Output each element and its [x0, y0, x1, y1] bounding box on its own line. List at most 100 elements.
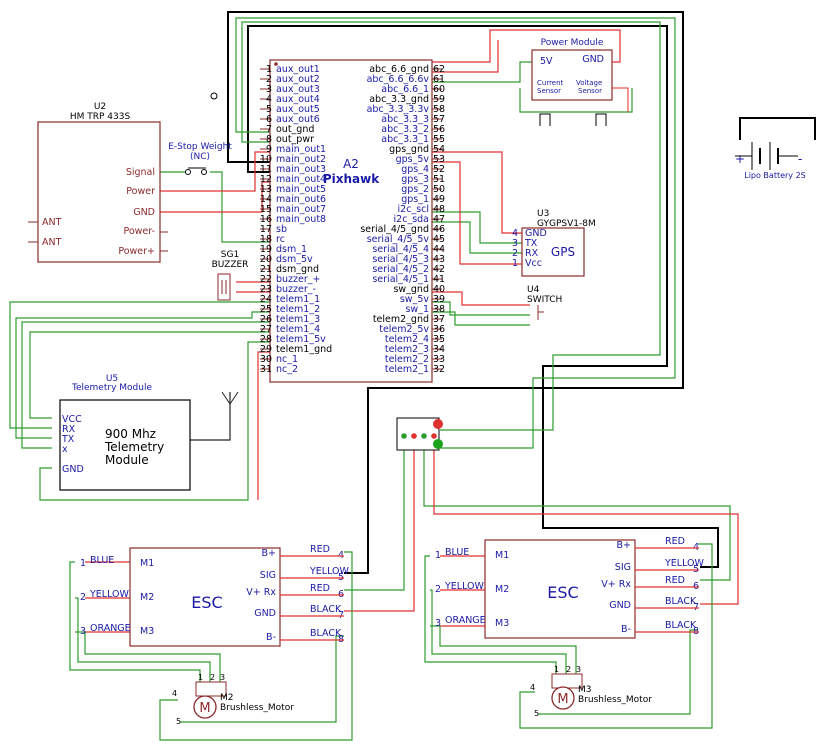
pixhawk-left-pin-num: 11	[260, 164, 272, 175]
pixhawk-right-pin-num: 52	[433, 164, 445, 175]
wire-sw-gnd	[432, 291, 530, 306]
pm-voltage-2: Sensor	[578, 87, 602, 95]
esc1-left-label: M1	[140, 558, 154, 569]
esc2-label: ESC	[547, 583, 578, 602]
conn-dot-1	[401, 433, 407, 439]
pixhawk-left-pin-label: aux_out5	[276, 104, 320, 115]
pixhawk-left-pin-label: main_out6	[276, 194, 326, 205]
wire-conn-esc2-gnd	[433, 440, 739, 605]
pixhawk-left-pin-label: aux_out3	[276, 84, 320, 95]
wire-antenna	[190, 392, 231, 441]
esc1-body	[129, 547, 281, 647]
pixhawk-left-pin-label: nc_2	[276, 364, 298, 375]
esc2-right-label: SIG	[615, 562, 631, 573]
pixhawk-left-pin-num: 14	[260, 194, 272, 205]
pixhawk-left-pin-label: telem1_1	[276, 294, 320, 305]
wire-out-pwr	[241, 21, 661, 431]
esc2-right-wire: RED	[665, 536, 685, 547]
connector-block	[396, 417, 443, 451]
wire-telem1-gnd	[257, 351, 270, 500]
pixhawk-right-pin-label: gps_5v	[396, 154, 430, 165]
pixhawk-right-pin-num: 41	[433, 274, 445, 285]
esc1-left-wire: BLUE	[90, 555, 114, 566]
pixhawk-left-pin-num: 21	[260, 264, 272, 275]
pixhawk-right-pin-num: 37	[433, 314, 445, 325]
pm-5v: 5V	[540, 56, 553, 67]
u5-pin-label: TX	[61, 434, 75, 445]
esc2-left-num: 2	[435, 584, 441, 595]
battery-block: + - Lipo Battery 2S	[735, 117, 816, 180]
pixhawk-left-pin-num: 4	[266, 94, 272, 105]
esc2-right-wire: BLACK	[665, 596, 697, 607]
pixhawk-right-pin-num: 55	[433, 134, 445, 145]
wire-telem1-4	[29, 331, 270, 419]
pixhawk-right-pin-num: 39	[433, 294, 445, 305]
pixhawk-right-pin-label: telem2_2	[385, 354, 429, 365]
esc1-right-wire: YELLOW	[309, 566, 350, 577]
gps-body	[521, 227, 585, 277]
pixhawk-right-pin-num: 38	[433, 304, 445, 315]
gps-pin-label: TX	[524, 238, 538, 249]
pixhawk-left-pin-num: 25	[260, 304, 272, 315]
esc2-right-label: GND	[609, 600, 631, 611]
pixhawk-right-pin-label: gps_1	[401, 194, 429, 205]
wire-u2-power	[160, 151, 270, 192]
pixhawk-right-pin-num: 58	[433, 104, 445, 115]
esc1-right-label: GND	[254, 608, 276, 619]
gps-pin-label: GND	[525, 228, 547, 239]
pixhawk-left-pin-label: telem1_5v	[276, 334, 326, 345]
u2-label-power-minus: Power-	[123, 226, 155, 237]
pixhawk-name: Pixhawk	[323, 172, 380, 186]
gps-pin-num: 4	[512, 228, 518, 239]
pixhawk-right-pin-label: gps_3	[401, 174, 429, 185]
u4-ref: U4	[527, 285, 540, 295]
u2-label-signal: Signal	[126, 167, 155, 178]
motor2-block: M M3 Brushless_Motor 1 2 3 4 5	[530, 665, 652, 718]
u5-body-1: 900 Mhz	[105, 427, 156, 441]
pixhawk-right-pin-label: telem2_1	[385, 364, 429, 375]
esc1-right-wire: RED	[310, 544, 330, 555]
wire-esc2-bplus	[519, 543, 713, 729]
pixhawk-right-pin-num: 34	[433, 344, 445, 355]
pm-term-a	[539, 113, 551, 126]
wire-m3-motor	[75, 631, 221, 682]
pin1-marker	[274, 62, 278, 66]
pixhawk-right-pin-num: 54	[433, 144, 445, 155]
u5-name: Telemetry Module	[71, 383, 152, 393]
pixhawk-left-pin-num: 9	[266, 144, 272, 155]
pixhawk-right-pin-label: telem2_3	[385, 344, 429, 355]
pixhawk-left-pin-num: 10	[260, 154, 272, 165]
pixhawk-left-pin-label: aux_out4	[276, 94, 320, 105]
esc2-right-label: V+ Rx	[601, 579, 631, 590]
motor1-plug	[195, 681, 227, 697]
motor2-icon	[551, 686, 575, 710]
sg1-ref: SG1	[221, 250, 239, 260]
pixhawk-left-pin-label: main_out8	[276, 214, 326, 225]
wire-main-out1-esc1-sig	[227, 11, 684, 574]
u2-ref: U2	[94, 102, 106, 112]
pm-gnd: GND	[582, 54, 604, 65]
u2-label-ant2: ANT	[42, 237, 62, 248]
pixhawk-left-pin-label: buzzer_+	[276, 274, 321, 285]
battery-name: Lipo Battery 2S	[744, 171, 806, 180]
pixhawk-left-pin-label: out_gnd	[276, 124, 314, 135]
pixhawk-right-pin-label: abc_3.3_3	[381, 114, 429, 125]
pixhawk-right-pin-label: abc_6.6_1	[381, 84, 429, 95]
pixhawk-right-pin-num: 62	[433, 64, 445, 75]
conn-big-green	[433, 439, 443, 449]
pixhawk-left-pin-num: 2	[266, 74, 272, 85]
u2-label-power-plus: Power+	[118, 246, 155, 257]
esc1-left-label: M3	[140, 626, 154, 637]
esc1-right-wire: BLACK	[310, 604, 342, 615]
battery-plus: +	[735, 152, 745, 166]
estop-subtitle: (NC)	[190, 152, 210, 162]
esc2-left-wire: ORANGE	[445, 615, 486, 626]
pixhawk-left-pin-num: 19	[260, 244, 272, 255]
pixhawk-left-pin-label: main_out5	[276, 184, 326, 195]
esc1-left-num: 3	[80, 626, 86, 637]
gps-pin-num: 2	[512, 248, 518, 259]
u5-body-2: Telemetry	[104, 440, 164, 454]
u5-body-3: Module	[105, 453, 149, 467]
